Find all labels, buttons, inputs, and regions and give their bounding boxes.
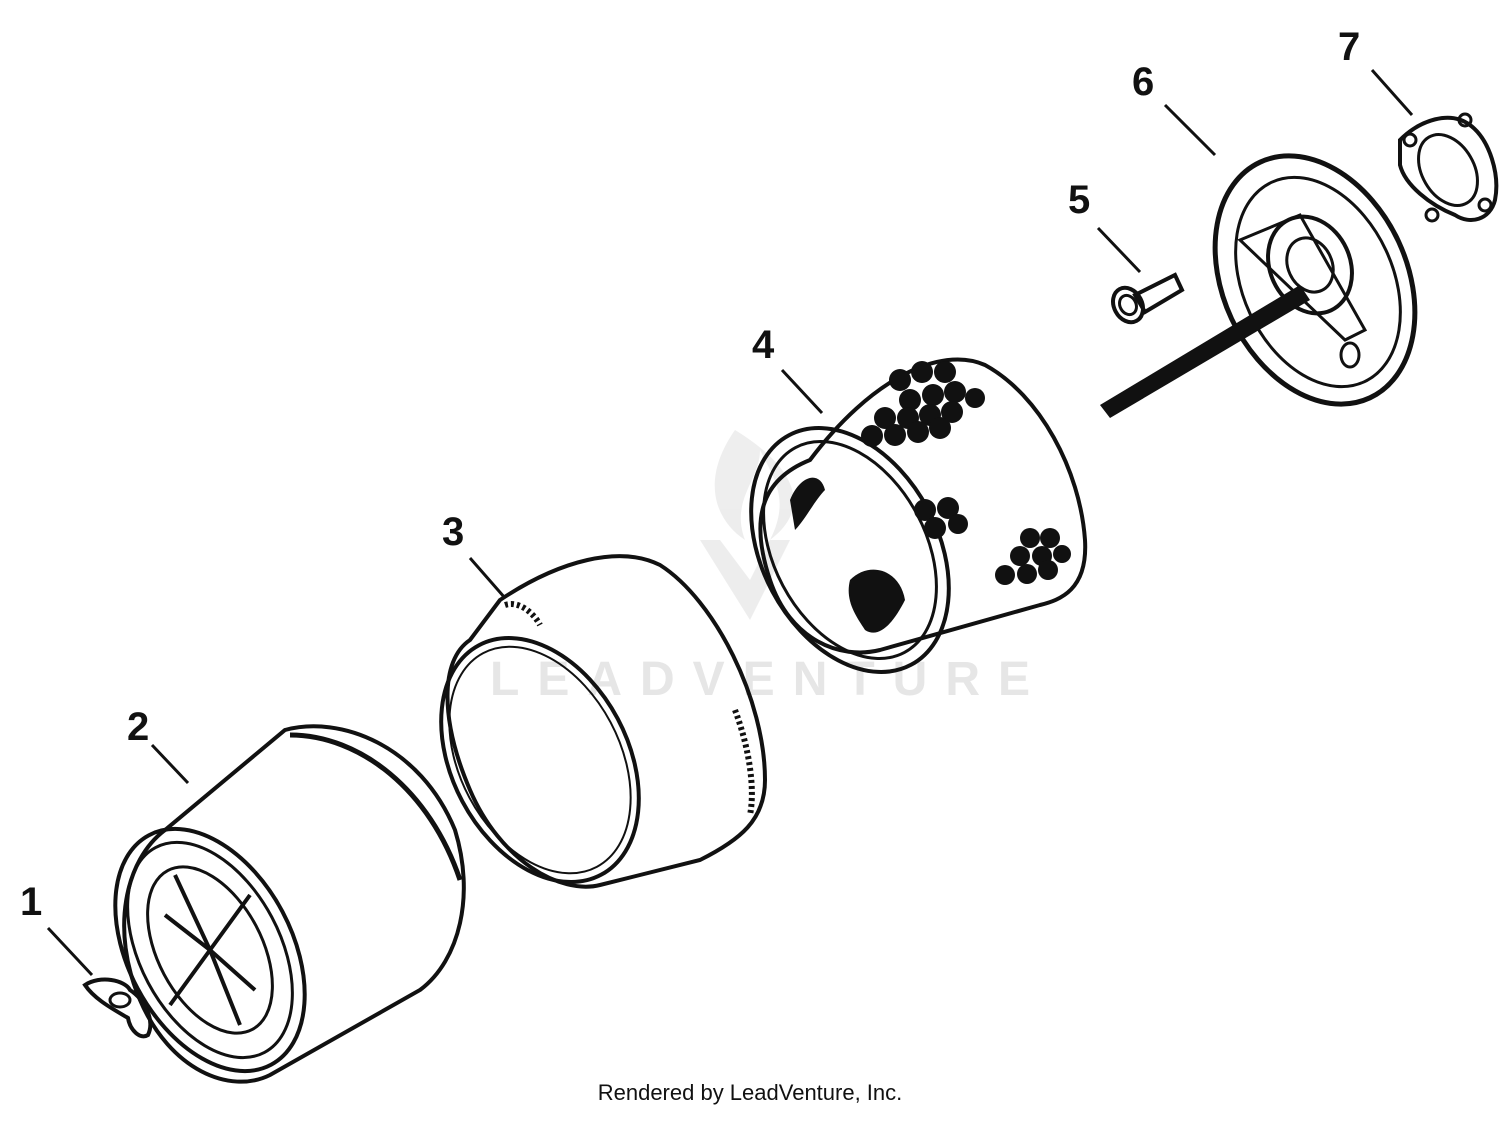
part-3-pre-cleaner-sleeve	[439, 554, 768, 889]
part-7-gasket	[1398, 112, 1499, 223]
part-2-air-cleaner-cover	[113, 724, 466, 1084]
leader-lines	[46, 69, 1414, 977]
leader-6	[1163, 103, 1217, 157]
leader-4	[780, 368, 824, 415]
callout-3: 3	[442, 510, 464, 554]
filter-perforations	[861, 361, 1071, 585]
callout-4: 4	[752, 323, 775, 367]
leader-5	[1096, 226, 1142, 274]
callout-numbers: 1 2 3 4 5 6 7	[20, 25, 1360, 924]
part-4-air-filter-element	[749, 357, 1088, 674]
part-1-wing-nut	[82, 977, 153, 1039]
callout-5: 5	[1068, 178, 1090, 222]
footer-credit: Rendered by LeadVenture, Inc.	[597, 1080, 903, 1105]
leader-7	[1370, 69, 1414, 116]
part-6-air-cleaner-base	[1100, 153, 1418, 418]
part-5-screw	[1111, 272, 1185, 325]
callout-2: 2	[127, 705, 149, 749]
watermark-logo-icon	[700, 430, 794, 620]
callout-7: 7	[1338, 25, 1360, 69]
leader-1	[46, 926, 94, 977]
cover-spokes	[163, 874, 257, 1026]
callout-6: 6	[1132, 60, 1154, 104]
leader-2	[150, 743, 190, 785]
callout-1: 1	[20, 880, 42, 924]
leader-3	[468, 557, 507, 599]
watermark-text: LEADVENTURE	[490, 653, 1048, 706]
